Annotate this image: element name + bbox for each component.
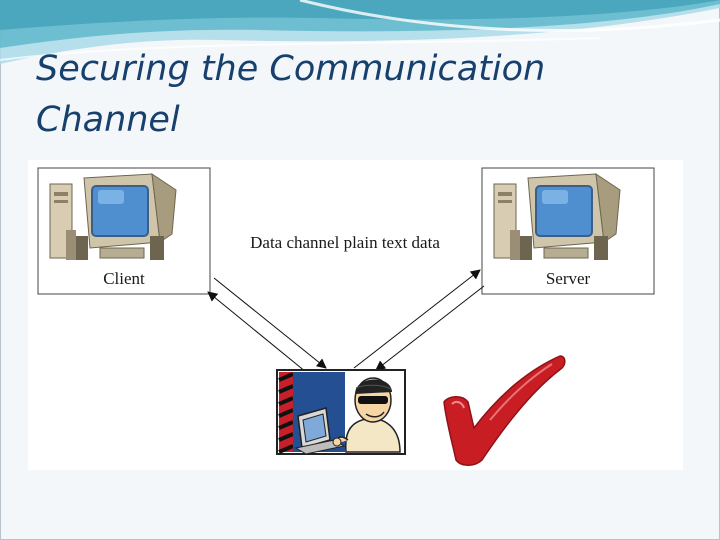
client-computer-icon bbox=[49, 172, 177, 260]
server-computer-icon bbox=[493, 172, 621, 260]
header-swoosh-decoration bbox=[0, 0, 720, 64]
slide-title: Securing the Communication Channel bbox=[36, 49, 546, 140]
server-label: Server bbox=[546, 269, 591, 288]
hacker-at-laptop-icon bbox=[276, 369, 406, 455]
checkmark-icon bbox=[443, 355, 566, 466]
arrow-intruder-to-server bbox=[353, 269, 481, 369]
arrow-intruder-to-client bbox=[207, 291, 307, 373]
channel-label: Data channel plain text data bbox=[250, 233, 440, 252]
client-label: Client bbox=[103, 269, 145, 288]
client-box: Client bbox=[37, 167, 211, 295]
arrow-client-to-intruder bbox=[213, 277, 327, 369]
server-box: Server bbox=[481, 167, 655, 295]
arrow-server-to-intruder bbox=[375, 285, 485, 371]
